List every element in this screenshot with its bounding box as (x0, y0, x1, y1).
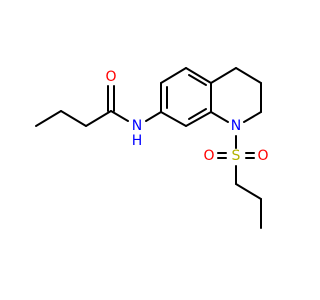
bond-ar-inner-2 (188, 74, 207, 86)
carbonyl-oxygen-label: O (105, 69, 116, 85)
bond-sat-2 (235, 67, 262, 84)
atom-labels: N H O N S O O (105, 69, 268, 164)
bond-c4-n (110, 110, 129, 122)
bond-sat-1 (210, 67, 237, 84)
bond-sat-4 (243, 111, 262, 123)
bond-ar-3 (185, 67, 212, 84)
bond-ar-5 (185, 111, 212, 127)
amide-nh-hydrogen-label: H (132, 133, 143, 149)
ring-nitrogen-label: N (231, 118, 241, 134)
amide-nitrogen-label: N (132, 118, 142, 134)
molecule-structure: N H O N S O O (35, 67, 269, 229)
bonds (35, 67, 262, 229)
bond-prop-1 (235, 183, 262, 200)
bond-n-c7 (145, 111, 162, 122)
sulfur-label: S (232, 148, 241, 164)
bond-c1-c2 (35, 110, 62, 127)
bond-sat-5 (210, 111, 229, 123)
bond-c2-c3 (60, 110, 87, 127)
bond-ar-inner-3 (188, 108, 207, 120)
sulfonyl-oxygen-right-label: O (257, 148, 268, 164)
bond-c3-c4 (85, 110, 112, 127)
bond-ar-6 (160, 111, 187, 127)
sulfonyl-oxygen-left-label: O (203, 148, 214, 164)
bond-ar-2 (160, 67, 187, 84)
